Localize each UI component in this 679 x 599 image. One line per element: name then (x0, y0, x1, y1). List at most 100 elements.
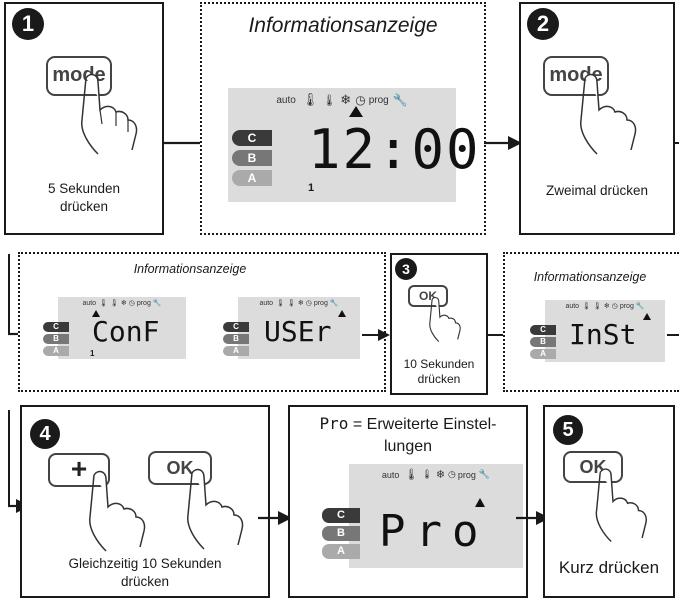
pressing-hand-icon (595, 468, 647, 543)
snowflake-icon: ❄ (297, 300, 304, 307)
wrench-icon: 🔧 (478, 469, 491, 479)
connector-line (8, 254, 10, 334)
pro-code: Pro (319, 414, 349, 433)
ok-key-label: OK (579, 457, 607, 477)
thermometer-comfort-icon: 🌡 (301, 92, 319, 107)
auto-mode-label: auto (259, 299, 274, 307)
step-3-panel: 3 OK 10 Sekunden drücken (390, 253, 488, 395)
thermometer-comfort-icon: 🌡 (276, 300, 285, 307)
mode-key: mode (46, 56, 112, 96)
information-display-panel: Informationsanzeige auto 🌡 🌡 ❄ ◷ prog 🔧 … (200, 2, 486, 235)
step-3-caption-line2: drücken (417, 372, 461, 386)
information-display-inst-title: Informationsanzeige (533, 270, 647, 284)
information-display-title: Informationsanzeige (248, 14, 438, 37)
indicator-triangle-icon (92, 310, 100, 317)
ok-key-label: OK (166, 458, 194, 478)
lcd-value: USEr (264, 315, 332, 348)
level-bar-c: C (232, 130, 272, 146)
pressing-hand-icon (187, 468, 244, 550)
level-bar-b: B (223, 334, 249, 344)
level-bar-b: B (530, 337, 556, 347)
thermometer-eco-icon: 🌡 (286, 300, 296, 307)
pro-heading-line2: lungen (383, 437, 433, 455)
group-title: Informationsanzeige (133, 262, 247, 276)
ok-key: OK (148, 451, 212, 485)
pro-heading: Pro = Erweiterte Einstel- lungen (290, 413, 526, 457)
step-3-caption: 10 Sekunden drücken (392, 357, 486, 387)
wrench-icon: 🔧 (635, 303, 645, 310)
connector-line (8, 410, 10, 506)
step-1-panel: 1 mode 5 Sekunden drücken (4, 2, 164, 235)
thermometer-eco-icon: 🌡 (322, 94, 337, 107)
step-number-3: 3 (395, 258, 417, 280)
lcd-value: 12:00 (308, 118, 481, 181)
thermometer-eco-icon: 🌡 (421, 469, 433, 479)
level-bar-b: B (322, 526, 360, 541)
auto-mode-label: auto (82, 299, 97, 307)
snowflake-icon: ❄ (340, 92, 352, 107)
clock-icon: ◷ (128, 300, 135, 307)
indicator-triangle-icon (349, 106, 363, 117)
step-4-caption-line1: Gleichzeitig 10 Sekunden (68, 556, 222, 571)
level-bar-a: A (43, 346, 69, 356)
step-1-caption: 5 Sekunden drücken (6, 180, 162, 216)
pressing-hand-icon (89, 470, 146, 552)
snowflake-icon: ❄ (435, 469, 446, 481)
clock-icon: ◷ (355, 93, 366, 107)
auto-mode-label: auto (381, 469, 400, 480)
prog-label: prog (313, 299, 328, 307)
pro-heading-line1: = Erweiterte Einstel- (352, 416, 497, 433)
prog-label: prog (368, 94, 389, 106)
clock-icon: ◷ (448, 469, 456, 479)
connector-line (675, 142, 679, 144)
lcd-value: InSt (569, 318, 637, 351)
clock-icon: ◷ (305, 300, 312, 307)
thermometer-comfort-icon: 🌡 (99, 300, 108, 307)
prog-label: prog (619, 302, 634, 310)
arrow-right-icon (362, 329, 390, 341)
lcd-screen-pro: auto 🌡 🌡 ❄ ◷ prog 🔧 Pro (349, 464, 523, 568)
level-bar-b: B (232, 150, 272, 166)
step-5-caption: Kurz drücken (558, 558, 660, 577)
prog-label: prog (136, 299, 151, 307)
step-number-4: 4 (30, 419, 60, 449)
auto-mode-label: auto (276, 94, 296, 106)
step-2-panel: 2 mode Zweimal drücken (519, 2, 675, 235)
connector-line (667, 334, 679, 336)
wrench-icon: 🔧 (329, 300, 339, 307)
lcd-small-digit: 1 (90, 349, 95, 358)
level-bar-a: A (232, 170, 272, 186)
level-bar-a: A (530, 349, 556, 359)
step-4-panel: 4 + OK Gleichzeitig 10 Sekunden drücken (20, 405, 270, 598)
pressing-hand-icon (81, 73, 138, 155)
lcd-screen-user: auto 🌡 🌡 ❄ ◷ prog 🔧 USEr (238, 297, 360, 359)
step-1-caption-line1: 5 Sekunden (47, 181, 121, 196)
level-bar-b: B (43, 334, 69, 344)
pressing-hand-icon (429, 296, 461, 343)
indicator-triangle-icon (475, 498, 485, 507)
indicator-triangle-icon (338, 310, 346, 317)
level-bar-c: C (223, 322, 249, 332)
step-number-2: 2 (527, 8, 559, 40)
thermometer-comfort-icon: 🌡 (582, 303, 591, 310)
thermometer-eco-icon: 🌡 (592, 303, 602, 310)
indicator-triangle-icon (643, 313, 651, 320)
step-1-caption-line2: drücken (59, 198, 109, 214)
lcd-small-digit: 1 (308, 182, 315, 194)
step-5-panel: 5 OK Kurz drücken (543, 405, 675, 598)
step-2-caption: Zweimal drücken (545, 183, 649, 198)
level-bar-a: A (322, 544, 360, 559)
thermometer-comfort-icon: 🌡 (404, 469, 419, 481)
ok-key: OK (563, 451, 623, 483)
level-bar-c: C (530, 325, 556, 335)
plus-key-label: + (70, 453, 88, 484)
level-bar-a: A (223, 346, 249, 356)
snowflake-icon: ❄ (120, 300, 127, 307)
lcd-value: Pro (379, 506, 489, 557)
arrow-right-icon (258, 511, 292, 525)
lcd-screen-inst: auto 🌡 🌡 ❄ ◷ prog 🔧 InSt (545, 300, 665, 362)
level-bar-c: C (43, 322, 69, 332)
step-4-caption: Gleichzeitig 10 Sekunden drücken (22, 555, 268, 591)
thermometer-eco-icon: 🌡 (109, 300, 119, 307)
snowflake-icon: ❄ (603, 303, 610, 310)
